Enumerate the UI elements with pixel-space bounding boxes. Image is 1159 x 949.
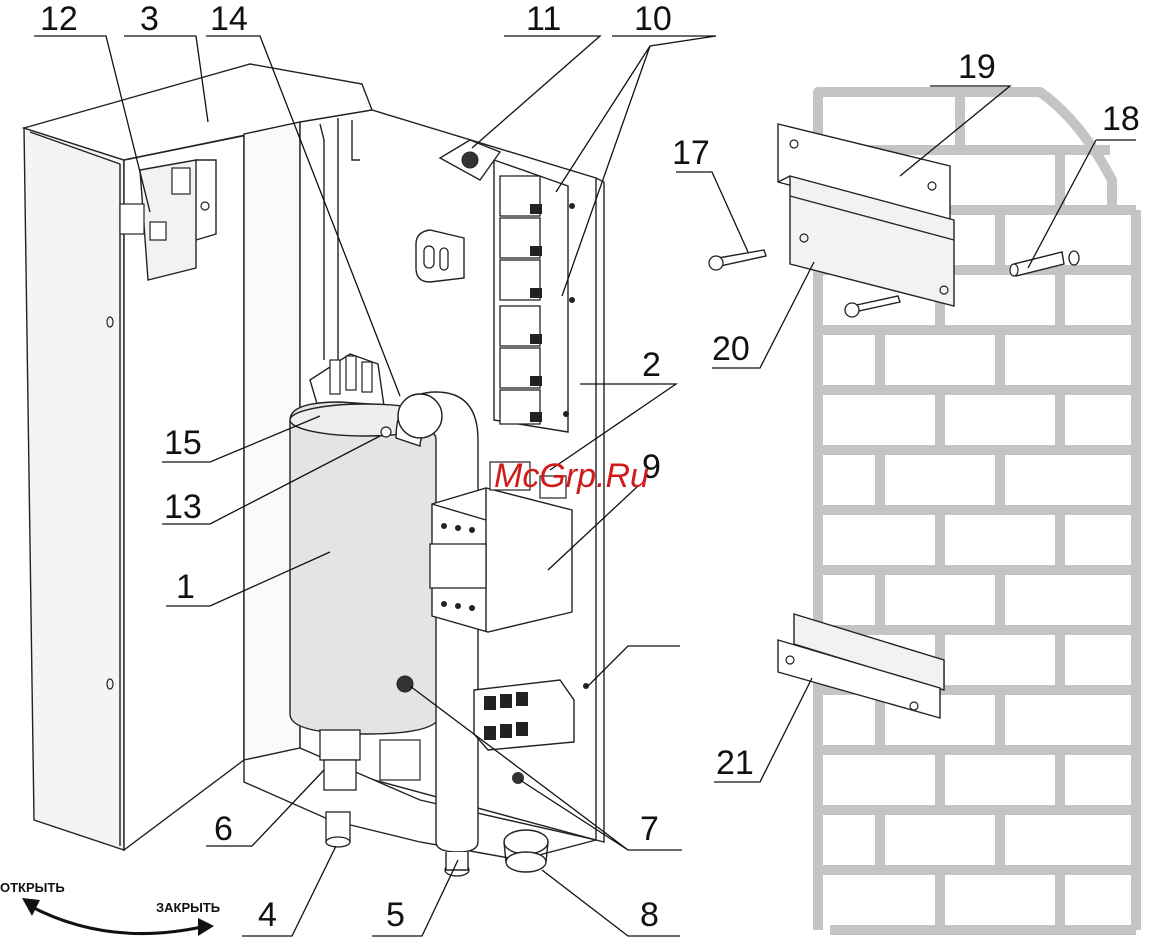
callout-18: 18: [1102, 100, 1140, 138]
callout-1: 1: [176, 568, 195, 606]
callout-14: 14: [210, 0, 248, 38]
callout-20: 20: [712, 330, 750, 368]
screw-lower: [845, 296, 900, 317]
open-close-indicator: ОТКРЫТЬ ЗАКРЫТЬ: [0, 880, 220, 936]
callout-15: 15: [164, 424, 202, 462]
callout-5: 5: [386, 896, 405, 934]
screw-upper: [709, 250, 766, 270]
callout-8: 8: [640, 896, 659, 934]
panel-bracket: [416, 230, 464, 282]
caption-close: ЗАКРЫТЬ: [156, 900, 220, 915]
callout-19: 19: [958, 48, 996, 86]
callout-3: 3: [140, 0, 159, 38]
callout-4: 4: [258, 896, 277, 934]
callout-17: 17: [672, 134, 710, 172]
arrow-close-icon: [198, 918, 214, 936]
callout-6: 6: [214, 810, 233, 848]
callout-2: 2: [642, 346, 661, 384]
callout-21: 21: [716, 744, 754, 782]
watermark-text: McGrp.Ru: [494, 457, 649, 495]
relay-block: [494, 160, 575, 432]
callout-10: 10: [634, 0, 672, 38]
caption-open: ОТКРЫТЬ: [0, 880, 65, 895]
callout-13: 13: [164, 488, 202, 526]
callout-12: 12: [40, 0, 78, 38]
callout-11: 11: [526, 0, 561, 38]
callout-7: 7: [640, 810, 659, 848]
arrow-open-icon: [22, 898, 40, 916]
